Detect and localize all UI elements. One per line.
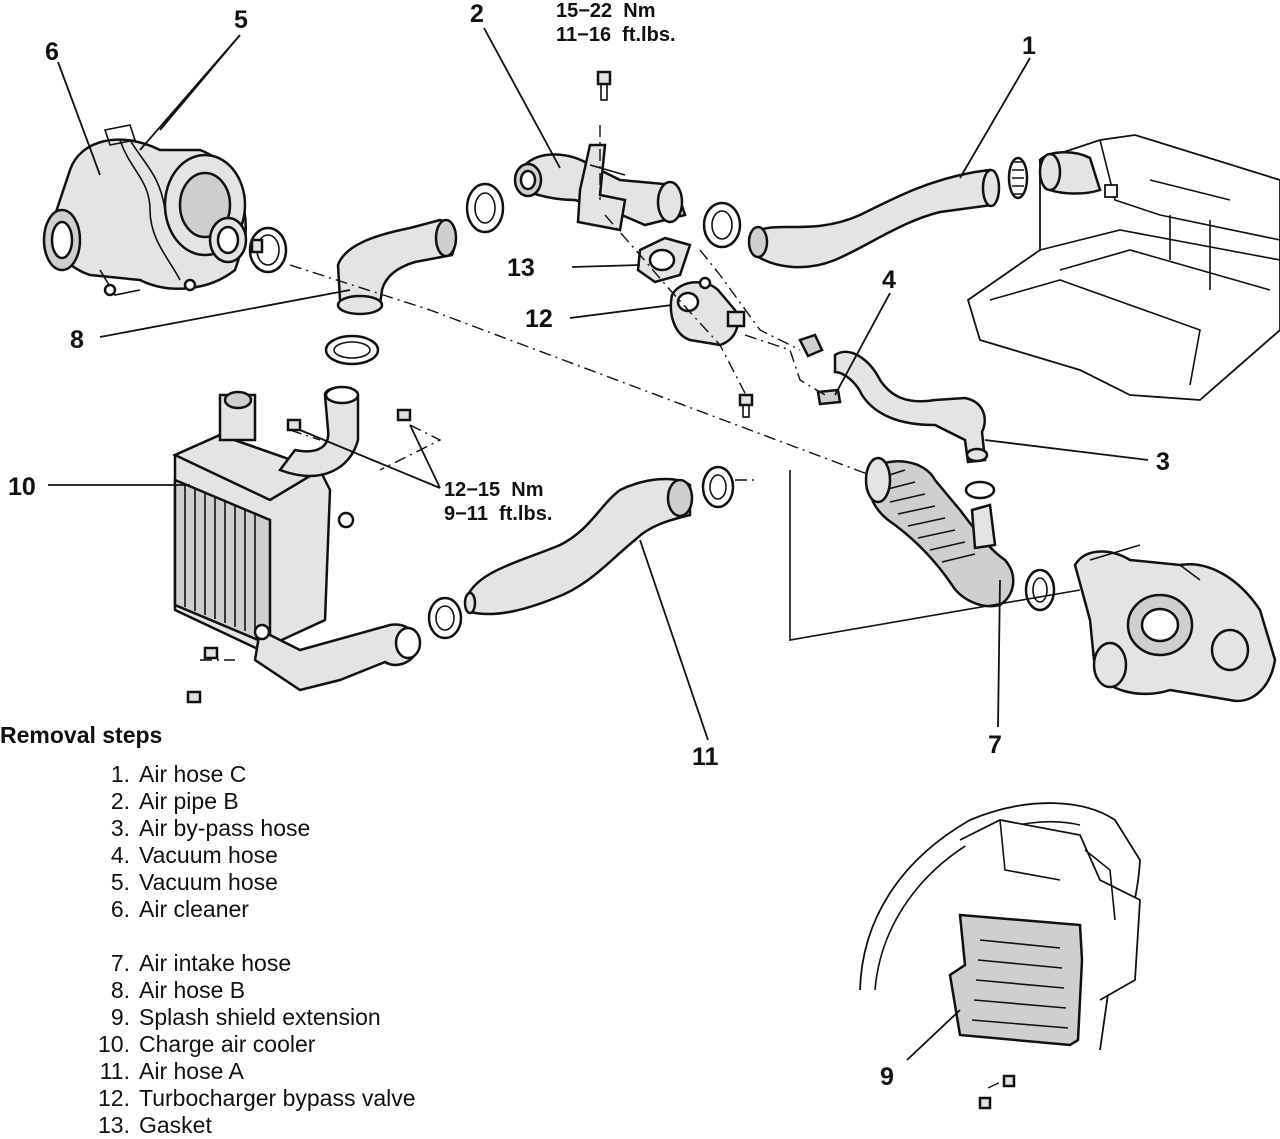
step-number: 8. bbox=[110, 977, 130, 1003]
removal-step: 3. Air by-pass hose bbox=[0, 815, 520, 842]
bypass-valve-illustration bbox=[669, 276, 746, 347]
torque-mid-nm: 12−15 Nm bbox=[444, 479, 544, 501]
removal-step: 11. Air hose A bbox=[0, 1058, 520, 1085]
hose-clamp bbox=[248, 226, 288, 274]
step-number: 6. bbox=[110, 896, 130, 922]
removal-step: 7. Air intake hose bbox=[0, 950, 520, 977]
removal-step: 8. Air hose B bbox=[0, 977, 520, 1004]
torque-top-ftlbs: 11−16 ft.lbs. bbox=[556, 24, 676, 46]
removal-steps: Removal steps 1.Air hose C 2.Air pipe B … bbox=[0, 722, 520, 1139]
step-number: 2. bbox=[110, 788, 130, 814]
step-label: Gasket bbox=[139, 1112, 212, 1138]
step-label: Splash shield extension bbox=[139, 1004, 381, 1030]
bolt bbox=[978, 1074, 1016, 1110]
removal-step: 12. Turbocharger bypass valve bbox=[0, 1085, 520, 1112]
hose-clamp bbox=[1024, 568, 1056, 612]
air-bypass-hose-illustration bbox=[833, 350, 989, 464]
step-number: 9. bbox=[110, 1004, 130, 1030]
step-label: Air hose C bbox=[139, 761, 247, 787]
air-hose-a-illustration bbox=[463, 477, 694, 616]
hose-clamp bbox=[702, 201, 742, 249]
callout-2: 2 bbox=[470, 0, 484, 28]
step-label: Air pipe B bbox=[139, 788, 239, 814]
step-label: Turbocharger bypass valve bbox=[139, 1085, 416, 1111]
callout-10: 10 bbox=[8, 473, 36, 501]
air-hose-c-illustration bbox=[747, 168, 1001, 269]
step-number: 3. bbox=[110, 815, 130, 841]
turbocharger-illustration bbox=[1073, 544, 1277, 703]
step-number: 10. bbox=[98, 1031, 130, 1057]
callout-8: 8 bbox=[70, 326, 84, 354]
removal-steps-title: Removal steps bbox=[0, 722, 163, 748]
torque-mid-ftlbs: 9−11 ft.lbs. bbox=[444, 503, 552, 525]
step-label: Air intake hose bbox=[139, 950, 292, 976]
step-number: 1. bbox=[110, 761, 130, 787]
hose-clamp bbox=[427, 465, 735, 640]
removal-step: 5. Vacuum hose bbox=[0, 869, 520, 896]
callout-12: 12 bbox=[525, 305, 553, 333]
callout-4: 4 bbox=[882, 266, 896, 294]
charge-air-cooler-illustration bbox=[172, 385, 422, 692]
removal-step: 1. Air hose C bbox=[0, 761, 520, 788]
step-number: 7. bbox=[110, 950, 130, 976]
callout-5: 5 bbox=[234, 6, 248, 34]
engine-block-illustration bbox=[966, 134, 1280, 401]
callout-3: 3 bbox=[1156, 448, 1170, 476]
step-label: Charge air cooler bbox=[139, 1031, 316, 1057]
callout-7: 7 bbox=[988, 731, 1002, 759]
hose-clamp bbox=[465, 182, 505, 234]
step-number: 4. bbox=[110, 842, 130, 868]
air-intake-hose-illustration bbox=[864, 456, 1015, 608]
callout-1: 1 bbox=[1022, 32, 1036, 60]
step-label: Air hose A bbox=[139, 1058, 244, 1084]
removal-step: 13. Gasket bbox=[0, 1112, 520, 1139]
removal-step: 10. Charge air cooler bbox=[0, 1031, 520, 1058]
step-number: 12. bbox=[98, 1085, 130, 1111]
bolt bbox=[186, 408, 412, 704]
step-number: 11. bbox=[99, 1058, 130, 1084]
air-hose-b-illustration bbox=[336, 218, 458, 316]
step-number: 13. bbox=[98, 1112, 130, 1138]
callout-13: 13 bbox=[507, 254, 535, 282]
step-number: 5. bbox=[110, 869, 130, 895]
air-pipe-b-illustration bbox=[513, 143, 687, 232]
hose-clamp bbox=[1007, 156, 1029, 200]
removal-step: 2. Air pipe B bbox=[0, 788, 520, 815]
removal-step: 9. Splash shield extension bbox=[0, 1004, 520, 1031]
bolt bbox=[596, 70, 612, 101]
step-label: Air by-pass hose bbox=[139, 815, 311, 841]
torque-top-nm: 15−22 Nm bbox=[556, 0, 656, 22]
callout-9: 9 bbox=[880, 1063, 894, 1091]
splash-shield-illustration bbox=[948, 913, 1084, 1047]
leader-lines bbox=[48, 27, 1149, 1061]
step-label: Air hose B bbox=[139, 977, 246, 1003]
gasket-illustration bbox=[636, 236, 692, 284]
step-label: Vacuum hose bbox=[139, 869, 278, 895]
hose-clamp bbox=[324, 334, 380, 366]
assembly-lines bbox=[200, 125, 1081, 1089]
callout-11: 11 bbox=[692, 743, 719, 771]
removal-step: 4. Vacuum hose bbox=[0, 842, 520, 869]
removal-step: 6. Air cleaner bbox=[0, 896, 520, 923]
callout-6: 6 bbox=[45, 38, 59, 66]
step-label: Air cleaner bbox=[139, 896, 249, 922]
bolt bbox=[738, 393, 754, 418]
step-label: Vacuum hose bbox=[139, 842, 278, 868]
air-cleaner-illustration bbox=[42, 124, 248, 297]
